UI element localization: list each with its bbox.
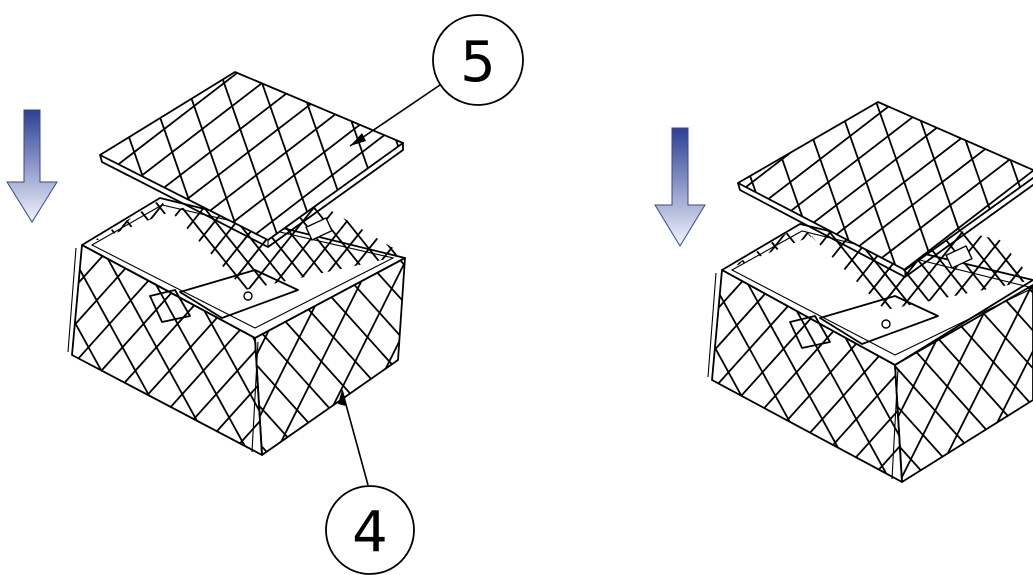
callout-5-leader [349,84,441,147]
callout-5: 5 [432,14,524,106]
center-plate [149,217,333,323]
callout-5-number: 5 [460,30,496,95]
box-interior-mesh [90,190,405,290]
callout-4-number: 4 [352,500,388,565]
box-left-face [707,269,903,483]
box-rim [721,223,1033,366]
step-1-assembly: 5 4 [6,14,524,575]
callout-4-leader [341,389,369,486]
down-arrow-icon [6,109,58,223]
center-plate [789,245,973,349]
mesh-lid [737,101,1033,278]
callout-4: 4 [325,485,415,575]
down-arrow-icon [654,127,706,247]
box-rim [81,197,406,339]
